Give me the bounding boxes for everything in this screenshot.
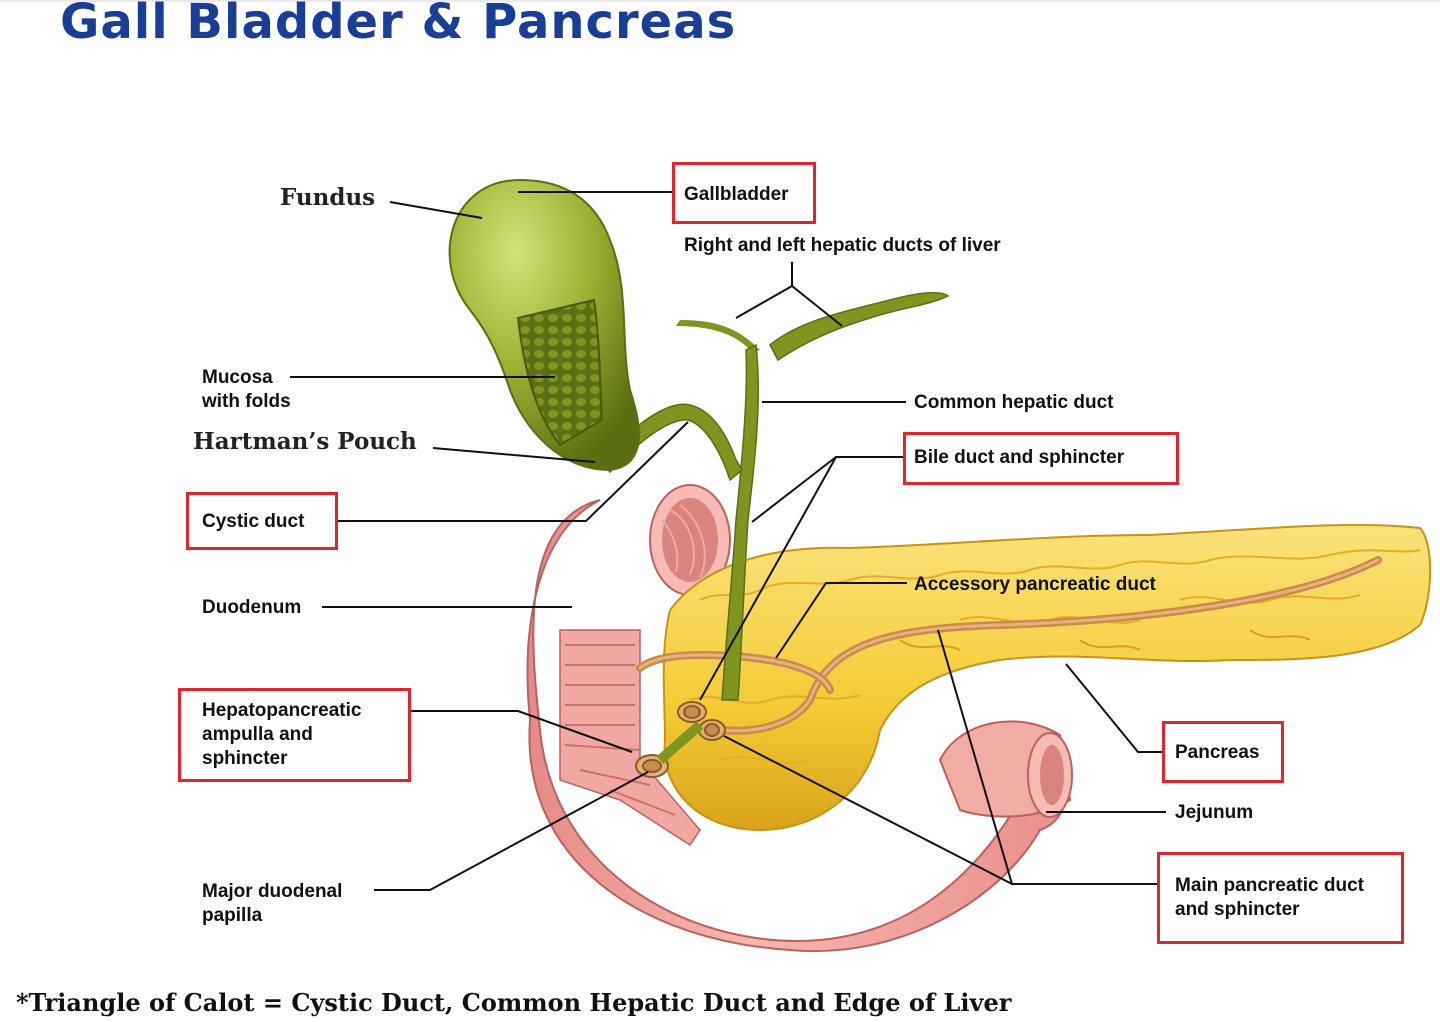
label-pancreas: Pancreas bbox=[1175, 742, 1260, 763]
highlight-box-ampulla bbox=[178, 688, 411, 782]
highlight-box-main-duct bbox=[1157, 852, 1404, 944]
label-gallbladder: Gallbladder bbox=[684, 184, 789, 205]
label-fundus: Fundus bbox=[280, 184, 376, 211]
label-jejunum: Jejunum bbox=[1175, 802, 1254, 823]
label-common-hepatic-duct: Common hepatic duct bbox=[914, 392, 1114, 413]
label-bile-duct: Bile duct and sphincter bbox=[914, 447, 1125, 468]
label-hepatopancreatic-ampulla: Hepatopancreatic ampulla and sphincter bbox=[202, 700, 362, 769]
leader-lines bbox=[290, 191, 1166, 891]
label-duodenum: Duodenum bbox=[202, 597, 302, 618]
label-cystic-duct: Cystic duct bbox=[202, 511, 305, 532]
highlight-box-pancreas bbox=[1162, 721, 1284, 783]
pancreas-shape bbox=[636, 524, 1432, 832]
label-hartmans-pouch: Hartman’s Pouch bbox=[193, 428, 417, 455]
label-accessory-pancreatic-duct: Accessory pancreatic duct bbox=[914, 574, 1156, 595]
highlight-box-cystic-duct bbox=[186, 492, 338, 550]
highlight-box-gallbladder bbox=[672, 162, 816, 224]
gallbladder-shape bbox=[448, 178, 950, 778]
page-title: Gall Bladder & Pancreas bbox=[60, 0, 737, 50]
label-hepatic-ducts: Right and left hepatic ducts of liver bbox=[684, 235, 1001, 256]
top-rule bbox=[0, 0, 1440, 2]
sphincter-rings bbox=[635, 701, 726, 778]
highlight-box-bile-duct bbox=[903, 432, 1179, 485]
label-mucosa: Mucosa with folds bbox=[202, 367, 291, 412]
label-main-pancreatic-duct: Main pancreatic duct and sphincter bbox=[1175, 875, 1364, 920]
footnote: *Triangle of Calot = Cystic Duct, Common… bbox=[16, 988, 1012, 1017]
label-major-duodenal-papilla: Major duodenal papilla bbox=[202, 881, 343, 926]
